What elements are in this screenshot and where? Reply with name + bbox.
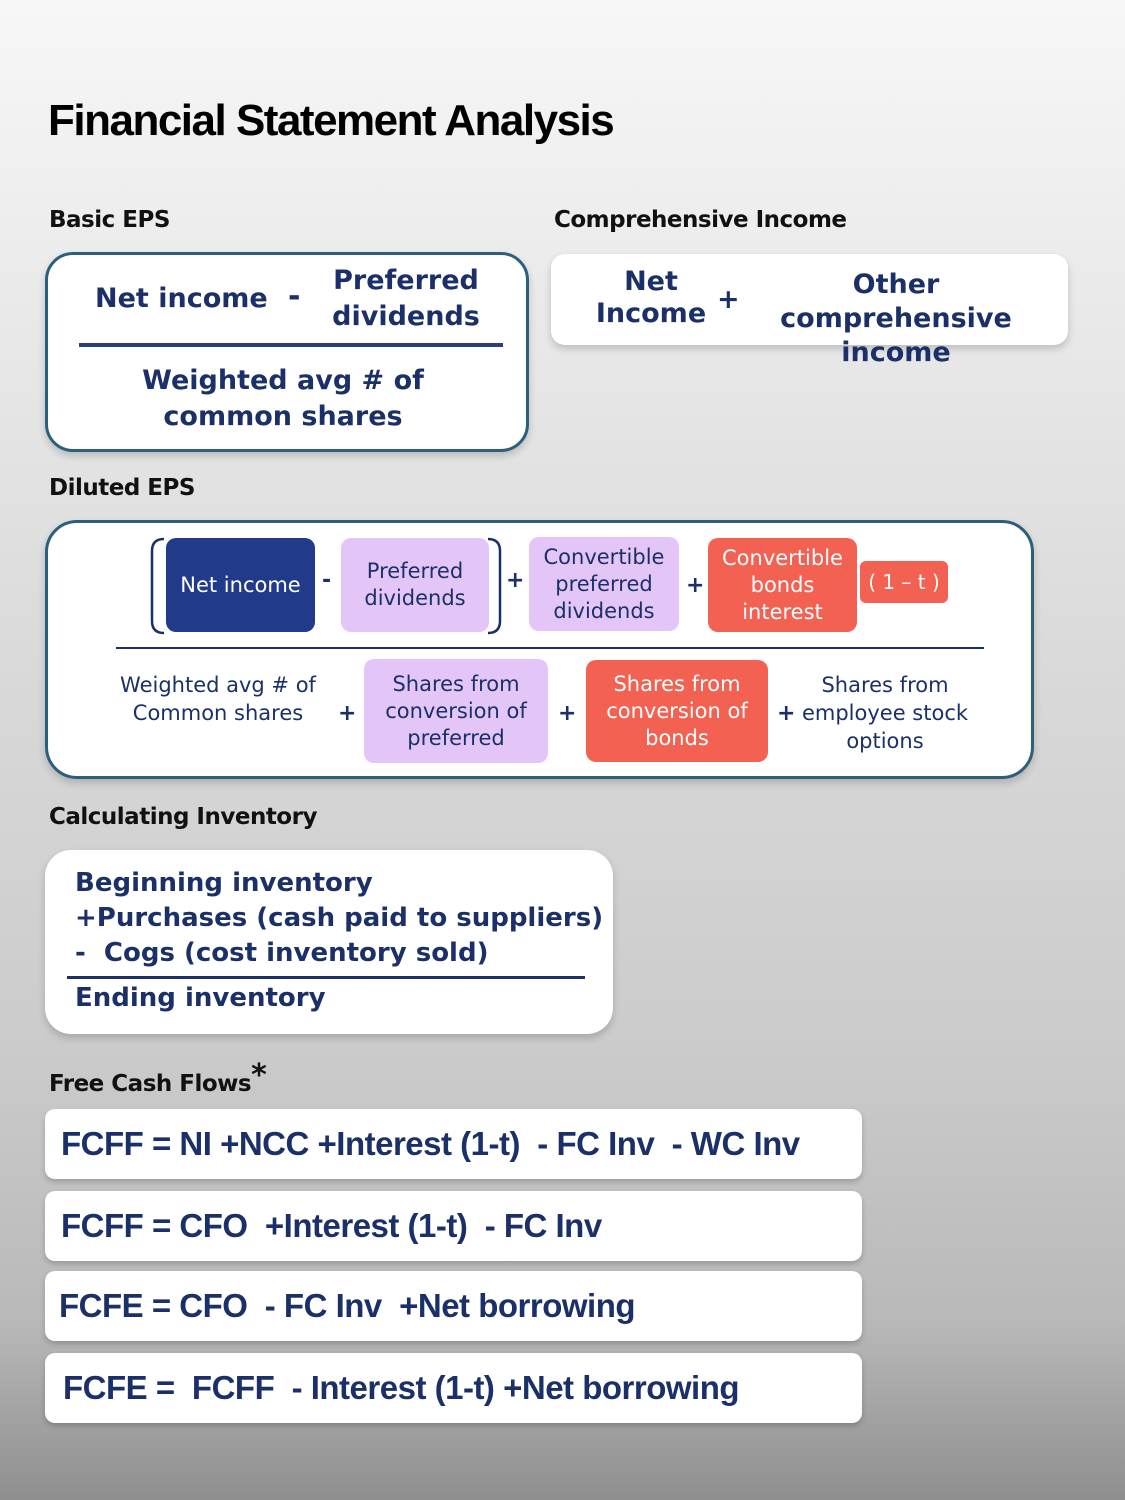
comprehensive-income-card: Net Income + Other comprehensive income (551, 254, 1068, 368)
basic-eps-minus: - (288, 279, 301, 314)
fcf-formula-1: FCFF = NI +NCC +Interest (1-t) - FC Inv … (45, 1109, 862, 1179)
inventory-card: Beginning inventory +Purchases (cash pai… (45, 850, 613, 1034)
free-cash-flows-label: Free Cash Flows* (49, 1058, 267, 1099)
fcf-formula-4: FCFE = FCFF - Interest (1-t) +Net borrow… (45, 1353, 862, 1423)
pill-convertible-preferred-dividends: Convertible preferred dividends (529, 537, 679, 631)
fraction-bar (116, 647, 984, 649)
pill-net-income: Net income (166, 538, 315, 632)
inventory-line-ending: Ending inventory (75, 983, 326, 1013)
ci-other-comprehensive-income: Other comprehensive income (780, 269, 1012, 368)
op-plus-4: + (558, 701, 577, 726)
pill-convertible-bonds-interest: Convertible bonds interest (708, 538, 857, 632)
basic-eps-denominator-line1: Weighted avg # of (142, 365, 424, 396)
basic-eps-denominator-line2: common shares (163, 401, 403, 432)
ci-net-income: Net Income (595, 266, 707, 329)
fraction-bar (67, 976, 585, 979)
fcf-formula-3: FCFE = CFO - FC Inv +Net borrowing (45, 1271, 862, 1341)
fraction-bar (79, 343, 503, 347)
basic-eps-preferred-dividends: Preferred dividends (332, 265, 480, 332)
op-plus-1: + (506, 568, 525, 593)
weighted-avg-common-shares: Weighted avg # of Common shares (120, 673, 316, 725)
pill-shares-conversion-bonds: Shares from conversion of bonds (586, 660, 768, 762)
comprehensive-income-label: Comprehensive Income (554, 207, 847, 233)
pill-tax-factor: ( 1 – t ) (860, 561, 948, 603)
inventory-label: Calculating Inventory (49, 804, 317, 830)
inventory-line-purchases: +Purchases (cash paid to suppliers) (75, 903, 604, 933)
op-minus: - (322, 568, 332, 593)
pill-preferred-dividends: Preferred dividends (341, 538, 489, 632)
pill-shares-conversion-preferred: Shares from conversion of preferred (364, 659, 548, 763)
op-plus-3: + (338, 701, 357, 726)
basic-eps-label: Basic EPS (49, 207, 170, 233)
fcf-formula-2: FCFF = CFO +Interest (1-t) - FC Inv (45, 1191, 862, 1261)
ci-plus: + (717, 284, 740, 315)
diluted-eps-card: Net income - Preferred dividends + Conve… (45, 520, 1034, 779)
basic-eps-card: Net income - Preferred dividends Weighte… (45, 252, 529, 452)
op-plus-2: + (686, 573, 705, 598)
left-bracket-icon (150, 537, 165, 635)
fcf-label-text: Free Cash Flows (49, 1071, 252, 1097)
op-plus-5: + (777, 701, 796, 726)
diluted-eps-label: Diluted EPS (49, 475, 195, 501)
inventory-line-cogs: - Cogs (cost inventory sold) (75, 938, 489, 968)
inventory-line-beginning: Beginning inventory (75, 868, 373, 898)
shares-employee-stock-options: Shares from employee stock options (801, 673, 969, 753)
page-title: Financial Statement Analysis (48, 96, 615, 145)
right-bracket-icon (487, 537, 502, 635)
basic-eps-net-income: Net income (95, 283, 268, 314)
asterisk: * (251, 1058, 267, 1093)
